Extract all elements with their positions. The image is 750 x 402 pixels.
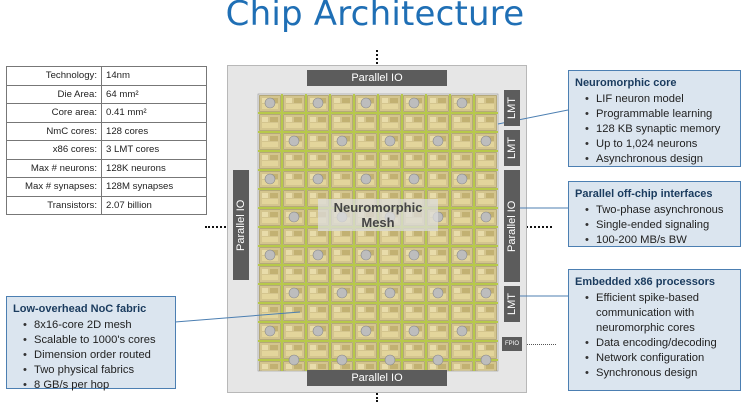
parallel-io-left: Parallel IO — [233, 170, 249, 280]
list-item: 8 GB/s per hop — [23, 378, 169, 393]
spec-value: 3 LMT cores — [101, 140, 207, 160]
io-link-right — [526, 226, 552, 228]
callout-heading: Parallel off-chip interfaces — [575, 188, 713, 200]
list-item: Asynchronous design — [585, 152, 734, 167]
list-item: Synchronous design — [585, 366, 734, 381]
table-row: Technology:14nm — [6, 66, 207, 86]
callout-heading: Embedded x86 processors — [575, 276, 716, 288]
list-item: Efficient spike-based communication with… — [585, 291, 734, 336]
callout-neuromorphic-core: Neuromorphic core LIF neuron model Progr… — [568, 70, 741, 167]
lmt-block-3: LMT — [504, 286, 520, 322]
table-row: x86 cores:3 LMT cores — [6, 140, 207, 160]
callout-noc-fabric: Low-overhead NoC fabric 8x16-core 2D mes… — [6, 296, 176, 393]
spec-value: 128M synapses — [101, 177, 207, 197]
list-item: Scalable to 1000's cores — [23, 333, 169, 348]
table-row: Max # synapses:128M synapses — [6, 177, 207, 197]
list-item: Two-phase asynchronous — [585, 203, 734, 218]
list-item: Dimension order routed — [23, 348, 169, 363]
callout-heading: Neuromorphic core — [575, 77, 677, 89]
callout-list: Efficient spike-based communication with… — [575, 291, 734, 381]
callout-connector-noc — [174, 311, 301, 323]
spec-label: NmC cores: — [6, 121, 102, 141]
callout-list: 8x16-core 2D mesh Scalable to 1000's cor… — [13, 318, 169, 393]
fpio-block: FPIO — [502, 337, 522, 351]
lmt-block-2: LMT — [504, 130, 520, 166]
callout-list: LIF neuron model Programmable learning 1… — [575, 92, 734, 167]
table-row: Max # neurons:128K neurons — [6, 158, 207, 178]
spec-table: Technology:14nm Die Area:64 mm² Core are… — [6, 66, 207, 215]
fpio-link — [520, 344, 556, 345]
neuromorphic-mesh-label: Neuromorphic Mesh — [318, 199, 438, 231]
parallel-io-bottom: Parallel IO — [307, 370, 447, 386]
callout-x86-processors: Embedded x86 processors Efficient spike-… — [568, 269, 741, 391]
callout-heading: Low-overhead NoC fabric — [13, 303, 147, 315]
table-row: NmC cores:128 cores — [6, 121, 207, 141]
spec-value: 128 cores — [101, 121, 207, 141]
list-item: Up to 1,024 neurons — [585, 137, 734, 152]
io-link-bottom — [376, 390, 378, 402]
io-link-left — [205, 226, 229, 228]
page-title: Chip Architecture — [225, 0, 525, 34]
spec-label: Max # neurons: — [6, 158, 102, 178]
list-item: LIF neuron model — [585, 92, 734, 107]
lmt-block-1: LMT — [504, 90, 520, 126]
spec-label: Transistors: — [6, 195, 102, 215]
io-link-top — [376, 50, 378, 68]
table-row: Transistors:2.07 billion — [6, 195, 207, 215]
list-item: 8x16-core 2D mesh — [23, 318, 169, 333]
list-item: Network configuration — [585, 351, 734, 366]
spec-value: 2.07 billion — [101, 195, 207, 215]
list-item: Two physical fabrics — [23, 363, 169, 378]
list-item: Data encoding/decoding — [585, 336, 734, 351]
spec-value: 128K neurons — [101, 158, 207, 178]
parallel-io-top: Parallel IO — [307, 70, 447, 86]
callout-list: Two-phase asynchronous Single-ended sign… — [575, 203, 734, 248]
table-row: Core area:0.41 mm² — [6, 103, 207, 123]
list-item: Single-ended signaling — [585, 218, 734, 233]
list-item: Programmable learning — [585, 107, 734, 122]
callout-offchip-interfaces: Parallel off-chip interfaces Two-phase a… — [568, 181, 741, 248]
list-item: 100-200 MB/s BW — [585, 233, 734, 248]
parallel-io-right: Parallel IO — [504, 170, 520, 282]
noc-vertical-lines — [281, 94, 475, 371]
list-item: 128 KB synaptic memory — [585, 122, 734, 137]
